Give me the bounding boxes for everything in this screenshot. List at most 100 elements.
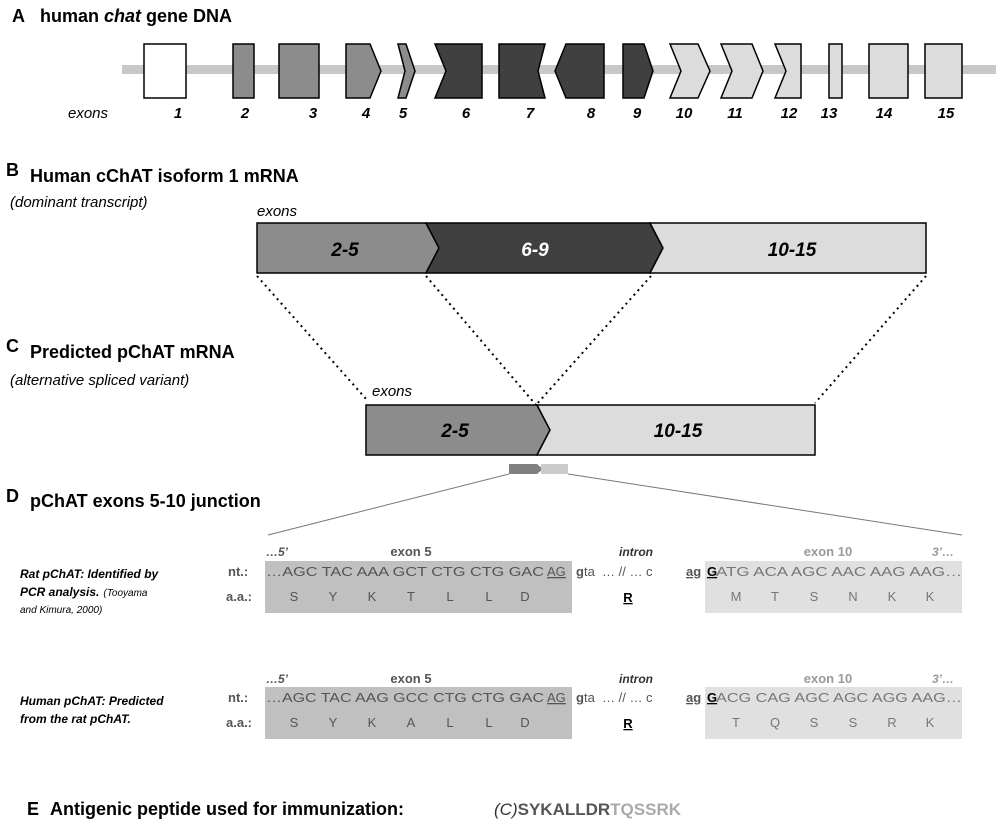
exon-6: [433, 43, 483, 99]
human-sequence-block: …5’ exon 5 intron exon 10 3’… Human pChA…: [20, 671, 962, 739]
amino-acid: L: [485, 715, 492, 730]
amino-acid: S: [849, 715, 858, 730]
pchat-label-2-5: 2-5: [440, 421, 469, 442]
amino-acid: K: [368, 715, 377, 730]
amino-acid: K: [926, 589, 935, 604]
panel-e-title: Antigenic peptide used for immunization:: [50, 799, 404, 819]
rat-sequence-block: …5’ exon 5 intron exon 10 3’… Rat pChAT:…: [20, 544, 962, 616]
amino-acid: T: [732, 715, 740, 730]
panel-b-letter: B: [6, 160, 19, 180]
amino-acid: L: [446, 715, 453, 730]
amino-acid: Q: [770, 715, 780, 730]
exon-number: 6: [462, 105, 471, 122]
rat-nt-exon10: ATG ACA AGC AAC AAG AAG…: [716, 564, 962, 579]
panel-d-title: pChAT exons 5-10 junction: [30, 491, 261, 511]
pchat-label-10-15: 10-15: [654, 421, 703, 442]
exon10-label: exon 10: [804, 544, 852, 559]
projection-line: [814, 275, 927, 404]
projection-line: [425, 275, 537, 406]
amino-acid: N: [848, 589, 857, 604]
exon-9: [622, 43, 654, 99]
exon-number: 10: [676, 105, 693, 122]
panel-a-title: human chat gene DNA: [40, 6, 232, 26]
exon-number: 4: [361, 105, 371, 122]
exon-number: 8: [587, 105, 596, 122]
exon-number: 14: [876, 105, 893, 122]
junction-marker-exon10: [541, 464, 568, 474]
cchat-segment-10-15: [648, 222, 927, 274]
rat-nt-splice-g: G: [707, 564, 717, 579]
exon-number: 11: [727, 105, 743, 122]
human-nt-intron-start: gta: [576, 690, 596, 705]
exon-3: [278, 43, 320, 99]
amino-acid: K: [368, 589, 377, 604]
amino-acid: K: [888, 589, 897, 604]
exon-13: [828, 43, 843, 99]
intron-label: intron: [619, 545, 653, 559]
exon10-label: exon 10: [804, 671, 852, 686]
panel-d-letter: D: [6, 486, 19, 506]
panel-a-letter: A: [12, 6, 25, 26]
rat-reference: and Kimura, 2000): [20, 605, 102, 616]
exon-1: [143, 43, 187, 99]
panel-b-title: Human cChAT isoform 1 mRNA: [30, 166, 299, 186]
rat-nt-intron-end: ag: [686, 564, 701, 579]
amino-acid: Y: [329, 715, 338, 730]
panel-b-exons-label: exons: [257, 203, 298, 220]
human-nt-exon5: …AGC TAC AAG GCC CTG CTG GAC: [266, 690, 544, 705]
exon5-label: exon 5: [390, 671, 431, 686]
rat-nt-intron-mid: … // … c: [602, 564, 653, 579]
panel-c-subtitle: (alternative spliced variant): [10, 372, 189, 389]
exon10-box: [705, 561, 962, 613]
exon-5: [397, 43, 416, 99]
panel-e-letter: E: [27, 799, 39, 819]
aa-label: a.a.:: [226, 589, 252, 604]
panel-c-exons-label: exons: [372, 383, 413, 400]
amino-acid: K: [926, 715, 935, 730]
junction-marker-exon5: [509, 464, 543, 474]
pchat-segment-10-15: [535, 404, 816, 456]
human-aa-exon10: T Q S S R K: [732, 715, 935, 730]
amino-acid: L: [485, 589, 492, 604]
exon-number: 1: [174, 105, 182, 122]
amino-acid: T: [771, 589, 779, 604]
amino-acid: S: [810, 715, 819, 730]
amino-acid: D: [520, 715, 529, 730]
human-label-line2: from the rat pChAT.: [20, 712, 131, 726]
intron-label: intron: [619, 672, 653, 686]
human-nt-intron-mid: … // … c: [602, 690, 653, 705]
human-label-line1: Human pChAT: Predicted: [20, 694, 164, 708]
human-nt-splice-ag: AG: [547, 690, 566, 705]
panel-a-exons-label: exons: [68, 105, 109, 122]
exon5-label: exon 5: [390, 544, 431, 559]
five-prime-label: …5’: [266, 672, 289, 686]
zoom-line-right: [567, 473, 963, 536]
exon-10: [668, 43, 711, 99]
amino-acid: D: [520, 589, 529, 604]
three-prime-label: 3’…: [932, 545, 954, 559]
amino-acid: T: [407, 589, 415, 604]
amino-acid: R: [887, 715, 896, 730]
exon5-box: [265, 561, 572, 613]
amino-acid: A: [407, 715, 416, 730]
rat-aa-exon5: S Y K T L L D: [290, 589, 530, 604]
panel-b-subtitle: (dominant transcript): [10, 194, 148, 211]
exon-number: 7: [526, 105, 535, 122]
amino-acid: L: [446, 589, 453, 604]
amino-acid: S: [290, 715, 299, 730]
human-nt-splice-g: G: [707, 690, 717, 705]
rat-aa-exon10: M T S N K K: [731, 589, 935, 604]
exon-number: 5: [399, 105, 408, 122]
nt-label: nt.:: [228, 690, 248, 705]
cchat-mrna-bar: [256, 222, 927, 274]
aa-label: a.a.:: [226, 715, 252, 730]
cchat-label-6-9: 6-9: [521, 240, 549, 261]
exon-15: [924, 43, 963, 99]
exon-11: [719, 43, 764, 99]
exon-numbers: 1 2 3 4 5 6 7 8 9 10 11 12 13 14 15: [174, 105, 955, 122]
exon-number: 13: [821, 105, 838, 122]
exon-2: [232, 43, 255, 99]
projection-line: [535, 275, 652, 406]
antigenic-peptide: (C)SYKALLDRTQSSRK: [494, 800, 682, 819]
